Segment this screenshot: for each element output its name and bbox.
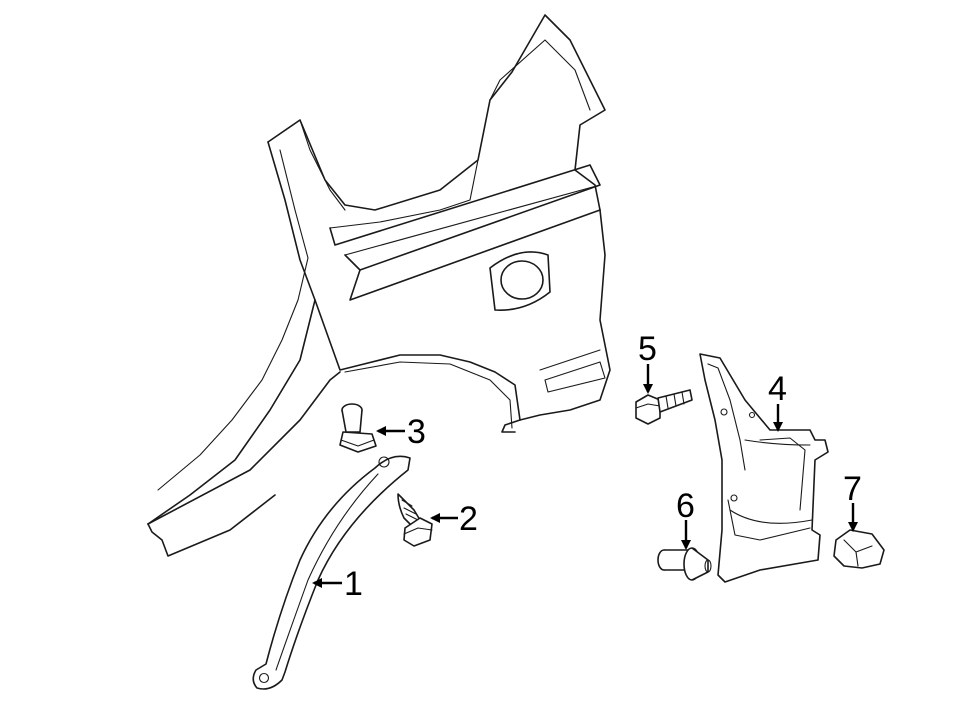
callout-4: 4 — [768, 370, 787, 432]
bolt — [635, 389, 693, 425]
quarter-panel — [147, 14, 611, 557]
callout-3: 3 — [376, 413, 426, 451]
callout-label-4: 4 — [768, 370, 787, 408]
callout-label-5: 5 — [638, 330, 657, 368]
nut — [833, 529, 885, 569]
push-clip — [657, 547, 712, 581]
callout-6: 6 — [676, 487, 695, 550]
callout-2: 2 — [430, 500, 478, 538]
callout-label-1: 1 — [344, 565, 363, 603]
wheel-opening-moulding — [252, 455, 411, 690]
callout-7: 7 — [843, 470, 862, 532]
screw — [397, 493, 433, 547]
mud-flap — [699, 353, 829, 583]
callout-1: 1 — [312, 565, 363, 603]
callout-label-7: 7 — [843, 470, 862, 508]
callout-label-6: 6 — [676, 487, 695, 525]
callout-5: 5 — [638, 330, 657, 394]
callout-label-2: 2 — [459, 500, 478, 538]
callout-label-3: 3 — [407, 413, 426, 451]
clip — [339, 403, 377, 453]
